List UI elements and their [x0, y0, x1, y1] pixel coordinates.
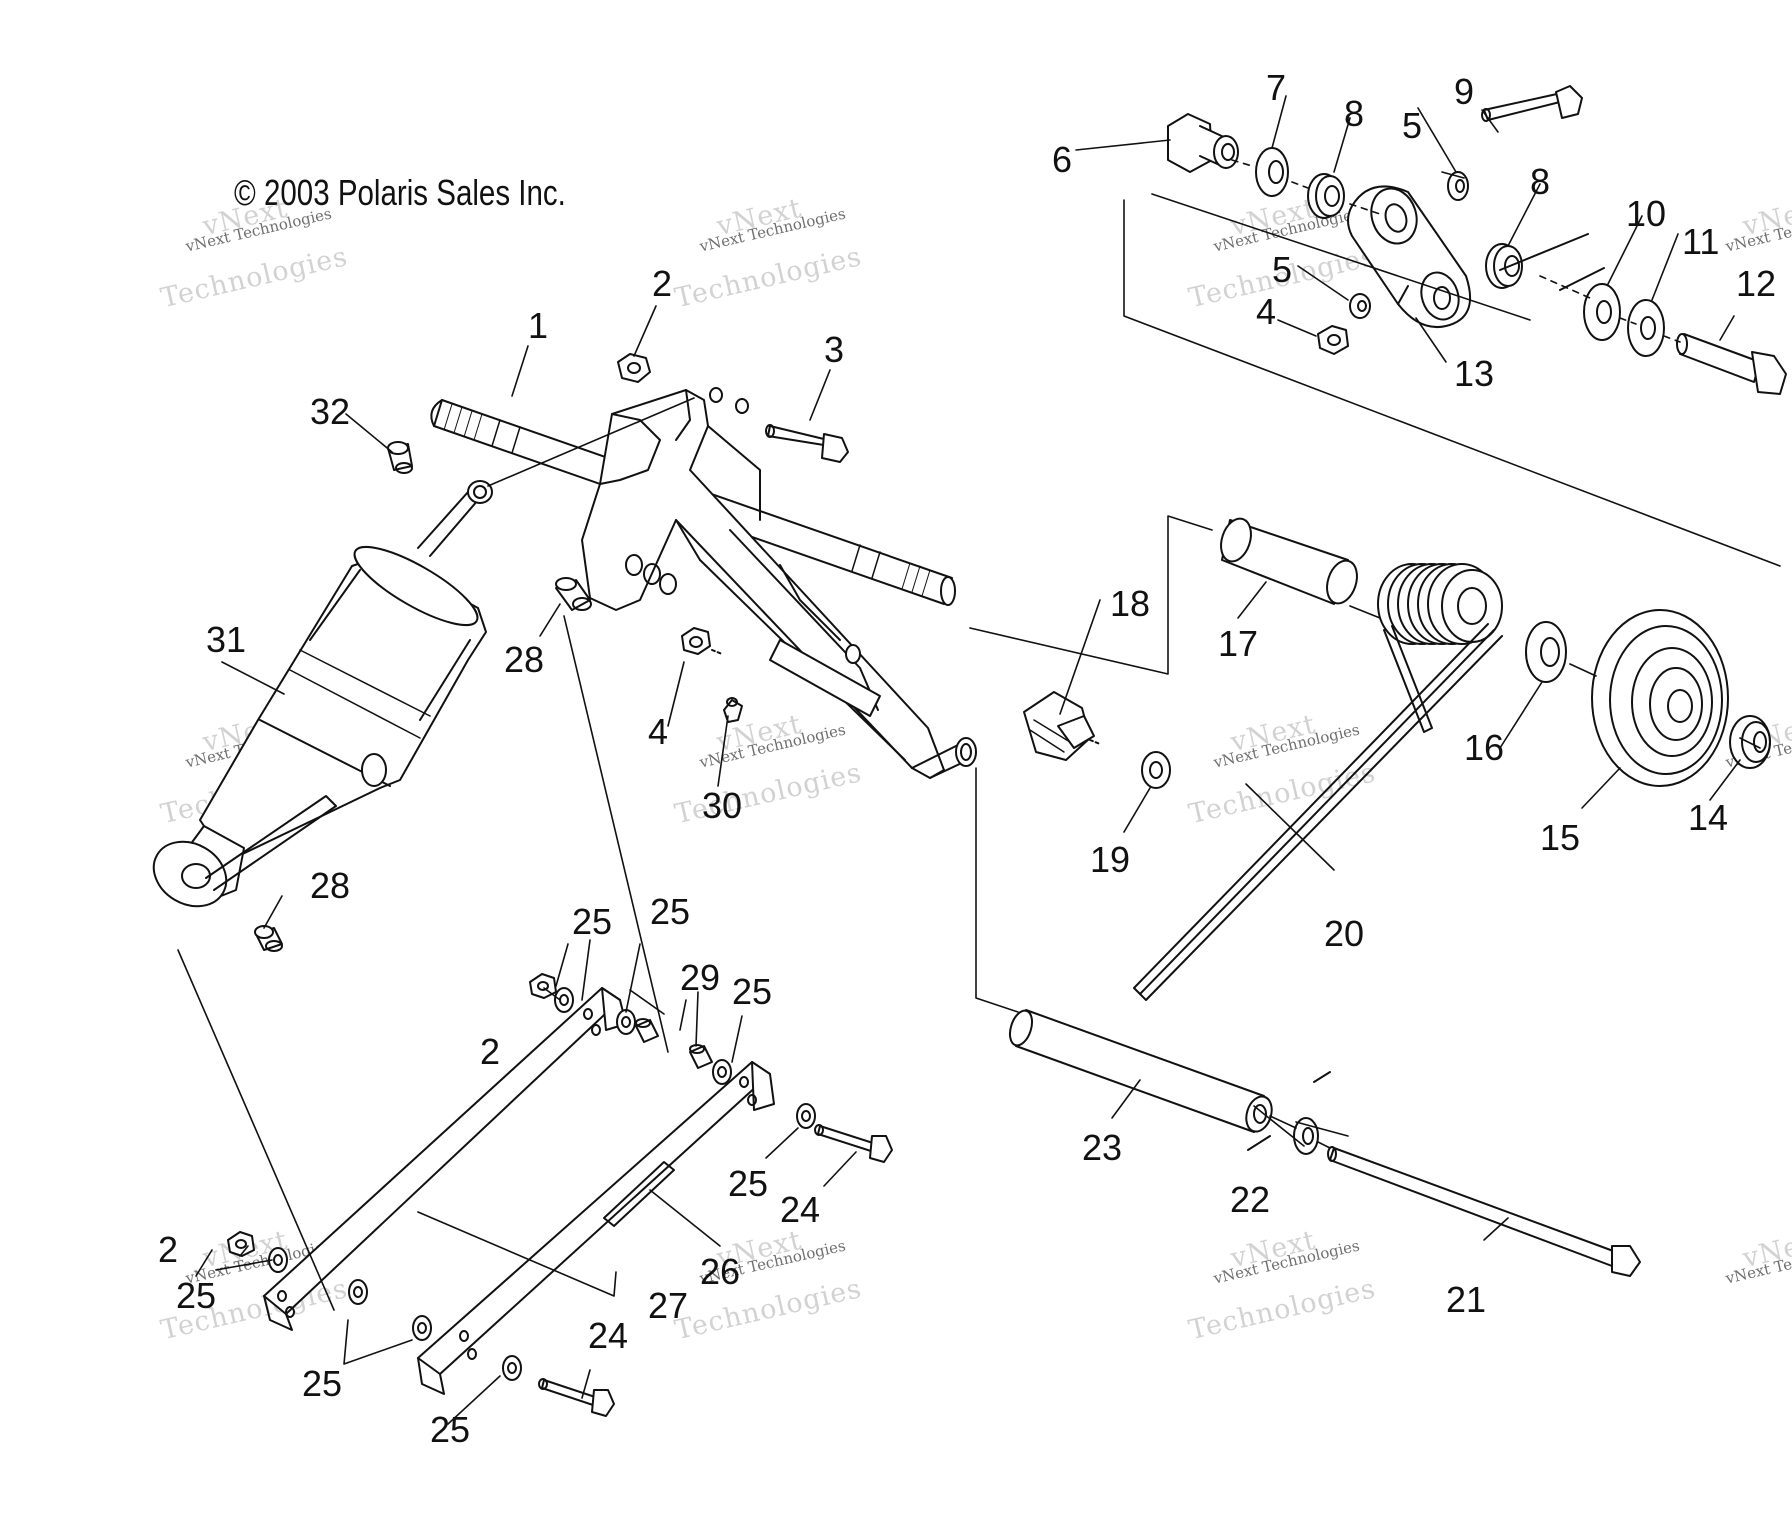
- part-bolt-3: [765, 424, 849, 463]
- callout-2: 2: [158, 1229, 178, 1270]
- callout-6: 6: [1052, 139, 1072, 180]
- callout-27: 27: [648, 1285, 688, 1326]
- callout-23: 23: [1082, 1127, 1122, 1168]
- part-washer-25: [712, 1059, 732, 1085]
- part-bushing-29: [689, 1044, 713, 1069]
- callout-25: 25: [302, 1363, 342, 1404]
- callout-21: 21: [1446, 1279, 1486, 1320]
- part-washer-19: [1141, 751, 1171, 789]
- callout-16: 16: [1464, 727, 1504, 768]
- callout-2: 2: [652, 263, 672, 304]
- part-bolt-24-lower: [538, 1378, 615, 1417]
- part-torque-arm-body: [581, 387, 977, 779]
- part-shoulder-bolt-12: [1676, 333, 1787, 395]
- part-long-bolt-21: [1327, 1146, 1641, 1277]
- callout-25: 25: [572, 901, 612, 942]
- part-tube-23: [1008, 1009, 1273, 1133]
- part-washer-25: [502, 1355, 522, 1381]
- callout-10: 10: [1626, 193, 1666, 234]
- part-bearing-14: [1729, 715, 1771, 769]
- callout-1: 1: [528, 305, 548, 346]
- copyright-notice: © 2003 Polaris Sales Inc.: [234, 172, 566, 213]
- callout-29: 29: [680, 957, 720, 998]
- part-bushing-29: [635, 1018, 659, 1043]
- part-bolt-9: [1481, 85, 1583, 122]
- callout-8: 8: [1344, 93, 1364, 134]
- part-torsion-spring: [1133, 563, 1503, 1001]
- part-grease-fitting: [723, 697, 743, 723]
- part-idler-arm: [1347, 185, 1471, 328]
- part-link-arm-right: [417, 1061, 775, 1395]
- part-nut-2-bottom: [227, 1231, 255, 1257]
- callout-17: 17: [1218, 623, 1258, 664]
- part-nut-4-center: [681, 627, 723, 655]
- callout-18: 18: [1110, 583, 1150, 624]
- part-shock-absorber: [152, 480, 493, 908]
- callout-24: 24: [588, 1315, 628, 1356]
- part-bushing-32: [387, 441, 413, 474]
- part-washer-25: [796, 1103, 816, 1129]
- part-spring-adjuster: [1023, 691, 1101, 761]
- callout-25: 25: [176, 1275, 216, 1316]
- callout-19: 19: [1090, 839, 1130, 880]
- part-bushing-8-right: [1485, 243, 1523, 289]
- callout-28: 28: [504, 639, 544, 680]
- part-bushing-28-lower: [254, 925, 283, 952]
- callout-9: 9: [1454, 71, 1474, 112]
- callout-4: 4: [648, 711, 668, 752]
- part-nut-2-upper: [617, 353, 651, 383]
- part-bolt-24-upper: [814, 1124, 893, 1163]
- part-sleeve-17: [1220, 517, 1358, 605]
- callout-5: 5: [1402, 105, 1422, 146]
- part-bushing-8-left: [1307, 173, 1345, 219]
- callout-2: 2: [480, 1031, 500, 1072]
- assembly-lines: [177, 159, 1781, 1311]
- part-lock-washer-5-lower: [1349, 293, 1371, 319]
- callout-13: 13: [1454, 353, 1494, 394]
- callout-22: 22: [1230, 1179, 1270, 1220]
- part-washer-10: [1583, 283, 1621, 341]
- part-decal-26: [603, 1161, 675, 1227]
- callout-25: 25: [728, 1163, 768, 1204]
- part-bushing-28-upper: [555, 577, 592, 611]
- part-link-arm-left: [263, 987, 627, 1331]
- callout-11: 11: [1682, 221, 1719, 262]
- callout-26: 26: [700, 1251, 740, 1292]
- part-idler-wheel: [1591, 609, 1729, 787]
- callout-5: 5: [1272, 249, 1292, 290]
- callout-25: 25: [650, 891, 690, 932]
- part-washer-7: [1255, 147, 1289, 197]
- callout-25: 25: [430, 1409, 470, 1450]
- callout-4: 4: [1256, 291, 1276, 332]
- part-washer-16: [1525, 621, 1567, 683]
- part-washer-25: [348, 1279, 368, 1305]
- part-washer-25: [616, 1009, 636, 1035]
- callout-28: 28: [310, 865, 350, 906]
- part-washer-22: [1293, 1117, 1319, 1155]
- callout-14: 14: [1688, 797, 1728, 838]
- part-washer-11: [1627, 299, 1665, 357]
- part-washer-25: [554, 987, 574, 1013]
- part-washer-25: [412, 1315, 432, 1341]
- leader-lines: [195, 95, 1741, 1425]
- part-nut-4-upper: [1317, 325, 1349, 355]
- callout-12: 12: [1736, 263, 1776, 304]
- callout-30: 30: [702, 785, 742, 826]
- callout-25: 25: [732, 971, 772, 1012]
- callout-31: 31: [206, 619, 246, 660]
- callout-24: 24: [780, 1189, 820, 1230]
- part-flanged-bushing-6: [1167, 113, 1239, 173]
- callout-15: 15: [1540, 817, 1580, 858]
- part-lock-washer-5-upper: [1447, 171, 1469, 201]
- callout-labels: 1 2 3 32 31 28 4 30 18 19 17 20 16 15 14…: [158, 67, 1776, 1450]
- callout-8: 8: [1530, 161, 1550, 202]
- callout-7: 7: [1266, 67, 1286, 108]
- callout-32: 32: [310, 391, 350, 432]
- callout-3: 3: [824, 329, 844, 370]
- callout-20: 20: [1324, 913, 1364, 954]
